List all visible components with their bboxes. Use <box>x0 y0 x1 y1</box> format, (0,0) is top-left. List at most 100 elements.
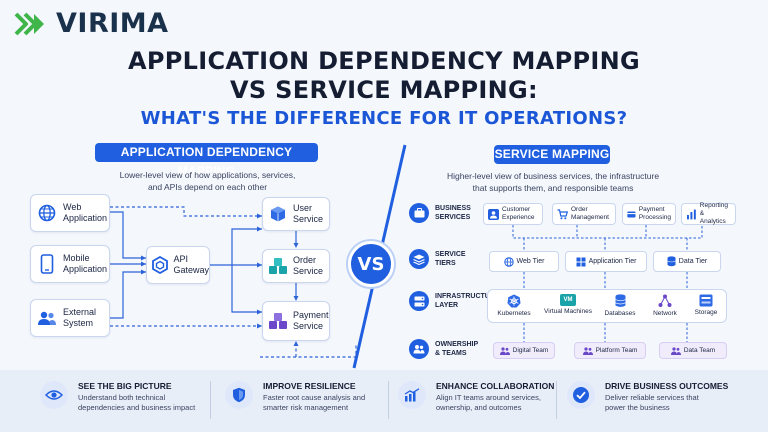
feature-collaboration: ENHANCE COLLABORATION Align IT teams aro… <box>398 381 554 412</box>
node-label-line: Application <box>63 213 108 223</box>
service-tier-application[interactable]: Application Tier <box>565 251 647 272</box>
feature-desc-line: smarter risk management <box>263 402 349 412</box>
connector-web-to-user-dashed <box>110 206 262 217</box>
connector-feedback-dashed <box>260 343 357 358</box>
globe-icon <box>503 256 514 267</box>
node-label-line: Application <box>63 264 108 274</box>
adm-description: Lower-level view of how applications, se… <box>80 170 335 193</box>
feature-desc-line: Align IT teams around services, <box>436 393 541 402</box>
tier-label-line: LAYER <box>435 302 459 309</box>
node-label: Payment Service <box>293 310 329 332</box>
node-label-line: Service <box>293 214 324 224</box>
user-icon <box>488 208 499 220</box>
node-label: Order Service <box>293 255 323 277</box>
connector-web-to-gateway <box>110 211 146 259</box>
adm-description-line: and APIs depend on each other <box>147 181 268 192</box>
tier-label: SERVICE TIERS <box>435 250 466 268</box>
card-label-line: Reporting <box>699 202 728 209</box>
node-label-line: External <box>63 307 97 317</box>
team-digital[interactable]: Digital Team <box>493 342 555 359</box>
node-label-line: Mobile <box>63 253 90 263</box>
business-service-order-management[interactable]: Order Management <box>552 203 616 225</box>
feature-desc-line: ownership, and outcomes <box>436 402 522 412</box>
cubes-icon <box>263 257 293 275</box>
node-label: API Gateway <box>173 254 209 276</box>
service-tier-web[interactable]: Web Tier <box>489 251 559 272</box>
feature-separator <box>556 381 557 419</box>
mobile-application-node[interactable]: Mobile Application <box>30 245 110 283</box>
tier-label-line: TIERS <box>435 260 456 267</box>
web-application-node[interactable]: Web Application <box>30 194 110 232</box>
infra-virtual-machines[interactable]: VM Virtual Machines <box>542 294 594 315</box>
team-data[interactable]: Data Team <box>659 342 727 359</box>
infra-label: Kubernetes <box>497 310 531 317</box>
globe-icon <box>31 204 63 222</box>
tier-infrastructure-layer: INFRASTRUCTURE LAYER <box>409 291 500 311</box>
node-label: Web Application <box>63 202 107 224</box>
card-label: Application Tier <box>588 257 637 265</box>
tier-label: BUSINESS SERVICES <box>435 204 471 222</box>
vs-badge: VS <box>348 241 394 287</box>
check-circle-icon <box>567 381 595 409</box>
tier-label-line: SERVICES <box>435 214 471 221</box>
grid-icon <box>576 257 586 266</box>
feature-resilience: IMPROVE RESILIENCE Faster root cause ana… <box>225 381 365 412</box>
infra-network[interactable]: Network <box>646 294 684 317</box>
tier-label: INFRASTRUCTURE LAYER <box>435 292 500 310</box>
feature-title: IMPROVE RESILIENCE <box>263 381 356 391</box>
node-label: Mobile Application <box>63 253 107 275</box>
card-label-line: Order <box>571 206 588 213</box>
order-service-node[interactable]: Order Service <box>262 249 330 283</box>
tier-ownership-teams: OWNERSHIP & TEAMS <box>409 339 478 359</box>
payment-service-node[interactable]: Payment Service <box>262 301 330 341</box>
eye-icon <box>40 381 68 409</box>
network-icon <box>658 294 672 307</box>
user-service-node[interactable]: User Service <box>262 197 330 231</box>
tier-label-line: SERVICE <box>435 251 466 258</box>
adm-heading: APPLICATION DEPENDENCY MAPPING <box>95 143 318 178</box>
service-tier-data[interactable]: Data Tier <box>653 251 721 272</box>
users-icon <box>31 310 63 326</box>
infra-label: Databases <box>604 310 636 317</box>
feature-big-picture: SEE THE BIG PICTURE Understand both tech… <box>40 381 195 412</box>
team-label: Data Team <box>683 347 716 354</box>
card-label: Payment Processing <box>639 206 671 222</box>
infra-databases[interactable]: Databases <box>599 294 641 317</box>
feature-desc-line: dependencies and business impact <box>78 402 196 412</box>
card-label: Data Tier <box>678 257 708 265</box>
tier-label: OWNERSHIP & TEAMS <box>435 340 478 358</box>
sm-heading: SERVICE MAPPING <box>494 145 610 164</box>
infra-storage[interactable]: Storage <box>688 294 724 316</box>
team-platform[interactable]: Platform Team <box>574 342 646 359</box>
page-title-line-2: VS SERVICE MAPPING: <box>230 76 538 104</box>
infra-kubernetes[interactable]: Kubernetes <box>492 294 536 317</box>
cart-icon <box>557 208 568 219</box>
node-label-line: Gateway <box>173 265 209 275</box>
business-service-payment-processing[interactable]: Payment Processing <box>622 203 676 225</box>
business-service-reporting-analytics[interactable]: Reporting & Analytics <box>681 202 736 225</box>
brand-logo: VIRIMA <box>14 8 169 39</box>
bar-chart-icon <box>686 209 696 219</box>
sm-description-line: that supports them, and responsible team… <box>472 182 634 193</box>
card-label-line: Experience <box>502 214 535 221</box>
connector-gateway-to-payment <box>231 265 262 313</box>
vs-label: VS <box>357 253 385 275</box>
business-service-customer-experience[interactable]: Customer Experience <box>483 203 543 225</box>
feature-title: ENHANCE COLLABORATION <box>436 381 555 391</box>
external-system-node[interactable]: External System <box>30 299 110 337</box>
cube-icon <box>263 205 293 223</box>
sm-description: Higher-level view of business services, … <box>418 171 688 194</box>
card-label-line: Payment <box>638 206 665 213</box>
connector-external-to-gateway <box>110 271 146 319</box>
team-icon <box>499 346 510 355</box>
team-label: Platform Team <box>595 347 638 354</box>
node-label-line: Service <box>293 321 324 331</box>
database-icon <box>667 256 676 267</box>
layers-icon <box>409 249 429 269</box>
vm-icon: VM <box>560 294 576 306</box>
server-icon <box>409 291 429 311</box>
connector-gateway-to-user <box>231 228 262 265</box>
node-label-line: User <box>293 203 313 213</box>
shield-icon <box>225 381 253 409</box>
api-gateway-node[interactable]: API Gateway <box>146 246 210 284</box>
